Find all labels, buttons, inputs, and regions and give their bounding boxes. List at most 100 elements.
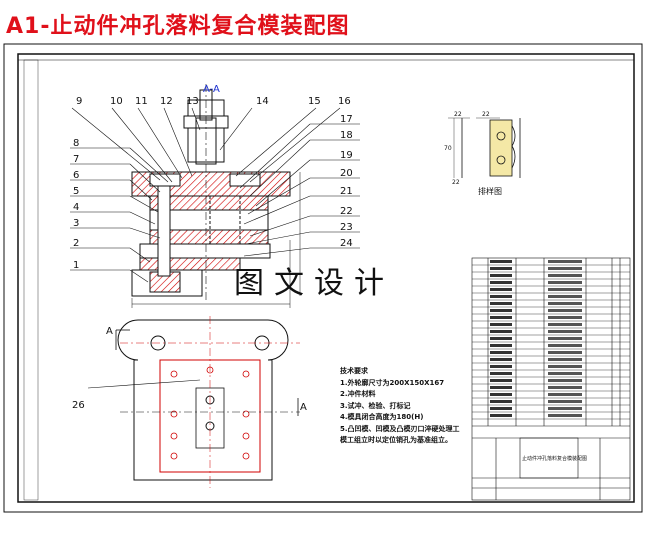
bom-cell-text: [490, 351, 512, 354]
bom-cell-text: [490, 281, 512, 284]
bom-cell-text: [548, 288, 582, 291]
bom-cell-text: [490, 274, 512, 277]
section-label: A-A: [203, 84, 220, 95]
svg-text:70: 70: [444, 145, 452, 152]
part-numbers-left: 8 7 6 5 4 3 2 1: [73, 138, 79, 271]
bom-cell-text: [490, 337, 512, 340]
part-numbers-top: 9 10 11 12 13 14 15 16: [76, 96, 351, 107]
bom-cell-text: [548, 372, 582, 375]
watermark: 图文设计: [234, 266, 394, 301]
title-block-name: 止动件冲孔落料复合模装配图: [522, 455, 587, 462]
notes-heading: 技术要求: [340, 367, 368, 375]
part-number: 8: [73, 138, 79, 149]
part-numbers-right: 17 18 19 20 21 22 23 24: [340, 114, 353, 249]
bom-cell-text: [490, 330, 512, 333]
part-number: 7: [73, 154, 79, 165]
bom-cell-text: [490, 260, 512, 263]
part-number: 13: [186, 96, 199, 107]
leader-lines-top: [71, 107, 341, 183]
part-number: 22: [340, 206, 353, 217]
bom-cell-text: [490, 302, 512, 305]
part-number: 19: [340, 150, 353, 161]
part-number: 4: [73, 202, 79, 213]
bom-cell-text: [490, 393, 512, 396]
bom-cell-text: [548, 274, 582, 277]
notes-item: 4.模具闭合高度为180(H): [340, 413, 424, 421]
bom-cell-text: [490, 267, 512, 270]
bom-cell-text: [548, 302, 582, 305]
outer-frame: [3, 43, 643, 513]
layout-caption: 排样图: [478, 186, 502, 196]
part-number: 5: [73, 186, 79, 197]
bom-cell-text: [548, 267, 582, 270]
part-number: 21: [340, 186, 353, 197]
svg-text:22: 22: [452, 179, 460, 186]
leader-lines-left: [70, 147, 169, 283]
bom-cell-text: [490, 386, 512, 389]
part-number: 10: [110, 96, 123, 107]
notes-item: 1.外轮廓尺寸为200X150X167: [340, 378, 445, 387]
svg-text:22: 22: [482, 111, 490, 118]
part-number: 3: [73, 218, 79, 229]
part-number: 15: [308, 96, 321, 107]
notes-item: 5.凸凹模、凹模及凸模刃口淬硬处理工: [340, 424, 460, 433]
bom-cell-text: [490, 414, 512, 417]
bom-cell-text: [490, 400, 512, 403]
bom-cell-text: [548, 330, 582, 333]
page-title: A1-止动件冲孔落料复合模装配图: [6, 14, 350, 39]
bom-cell-text: [548, 323, 582, 326]
view-mark-left: A: [106, 326, 113, 337]
part-number: 26: [72, 400, 85, 411]
bom-cell-text: [548, 358, 582, 361]
notes-item: 2.冲件材料: [340, 390, 376, 398]
strip-layout-diagram: [448, 117, 521, 178]
bom-cell-text: [490, 323, 512, 326]
notes-item: 3.试冲、检验、打标记: [340, 401, 411, 410]
part-number: 20: [340, 168, 353, 179]
bom-cell-text: [548, 260, 582, 263]
technical-notes: 技术要求 1.外轮廓尺寸为200X150X167 2.冲件材料 3.试冲、检验、…: [340, 366, 460, 447]
part-number: 14: [256, 96, 269, 107]
bom-cell-text: [548, 351, 582, 354]
notes-item: 模工组立时以定位销孔为基准组立。: [340, 436, 452, 444]
bom-cell-text: [548, 365, 582, 368]
bom-cell-text: [490, 365, 512, 368]
bom-cell-text: [490, 295, 512, 298]
bom-cell-text: [490, 316, 512, 319]
bom-cell-text: [490, 309, 512, 312]
bom-cell-text: [490, 372, 512, 375]
bom-cell-text: [490, 379, 512, 382]
bom-cell-text: [490, 358, 512, 361]
bom-cell-text: [548, 414, 582, 417]
inner-frame: [17, 53, 635, 503]
part-number: 11: [135, 96, 148, 107]
bom-cell-text: [548, 337, 582, 340]
part-number: 9: [76, 96, 82, 107]
part-number: 2: [73, 238, 79, 249]
section-view: [131, 84, 301, 308]
part-number: 17: [340, 114, 353, 125]
bom-cell-text: [548, 393, 582, 396]
part-number: 18: [340, 130, 353, 141]
bom-cell-text: [490, 344, 512, 347]
bom-rows: [472, 260, 630, 420]
svg-text:22: 22: [454, 111, 462, 118]
part-number: 6: [73, 170, 79, 181]
bom-cell-text: [548, 400, 582, 403]
bom-cell-text: [548, 407, 582, 410]
view-mark-right: A: [300, 402, 307, 413]
part-number: 16: [338, 96, 351, 107]
part-number: 23: [340, 222, 353, 233]
plan-view: [87, 316, 300, 488]
part-number: 1: [73, 260, 79, 271]
bom-cell-text: [548, 316, 582, 319]
bom-cell-text: [548, 379, 582, 382]
bom-cell-text: [548, 281, 582, 284]
bom-cell-text: [548, 295, 582, 298]
bom-cell-text: [490, 407, 512, 410]
bom-cell-text: [548, 386, 582, 389]
leader-lines-right: [239, 123, 360, 257]
part-number: 12: [160, 96, 173, 107]
title-block: [472, 425, 630, 500]
